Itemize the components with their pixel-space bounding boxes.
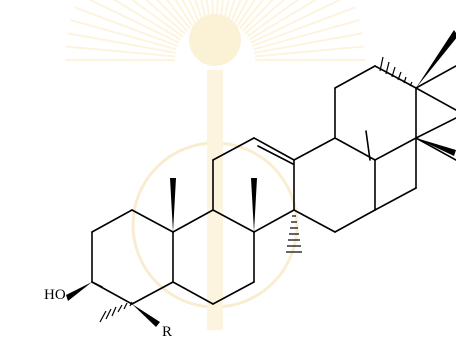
hashed-bonds (99, 56, 413, 323)
hydroxyl-label: HO (44, 287, 66, 303)
hashed-bond (99, 301, 133, 323)
bond (91, 209, 133, 233)
watermark-ray (253, 19, 360, 51)
watermark-ray (239, 0, 265, 30)
watermark-ray (205, 0, 211, 21)
watermark-ring (131, 141, 299, 309)
watermark-pillar (207, 70, 223, 330)
bond (293, 209, 336, 233)
bond (374, 137, 417, 161)
watermark-ray (194, 0, 204, 23)
bond (253, 209, 295, 233)
wedge-bond (416, 30, 456, 88)
bond (253, 137, 295, 161)
watermark-ray (219, 0, 225, 21)
hashed-bond (286, 215, 302, 253)
bond (415, 65, 456, 89)
watermark-ray (248, 0, 318, 41)
bond (415, 137, 456, 161)
bond (172, 209, 214, 233)
bond (374, 65, 417, 89)
bond (212, 137, 255, 161)
watermark-ray (250, 0, 342, 44)
bond (131, 209, 174, 233)
bond (212, 281, 255, 305)
bond (91, 281, 103, 288)
watermark-ray (229, 0, 242, 24)
watermark-ray (74, 6, 178, 47)
watermark-ray (188, 0, 201, 24)
watermark-ray (254, 45, 365, 58)
bond (257, 145, 294, 165)
bond (212, 209, 255, 233)
bond (415, 87, 456, 111)
substituent-label: R (162, 324, 172, 340)
wedge-bonds (66, 30, 456, 327)
bond-lines (91, 65, 456, 305)
wedge-bond (251, 178, 257, 232)
bond (334, 65, 376, 89)
watermark-ray (130, 0, 184, 38)
watermark-ray (181, 0, 197, 26)
wedge-bond (66, 282, 92, 301)
watermark-ray (241, 0, 274, 32)
watermark-ray (65, 45, 176, 58)
watermark-ray (226, 0, 236, 23)
watermark-ray (246, 0, 300, 38)
bond (374, 187, 417, 211)
watermark-ray (88, 0, 180, 44)
watermark-ray (67, 32, 176, 54)
watermark-ray (200, 0, 208, 22)
bond (334, 137, 376, 161)
bond (365, 130, 371, 161)
wedge-bond (170, 178, 176, 232)
wedge-bond (416, 138, 456, 156)
watermark-ray (211, 0, 215, 21)
bond (415, 117, 456, 139)
watermark-ray (70, 19, 177, 51)
watermark-ray (254, 32, 363, 54)
watermark-ray (174, 0, 194, 28)
watermark-seal (65, 0, 365, 330)
watermark-ray (156, 0, 189, 32)
watermark-ray (236, 0, 256, 28)
watermark-ray (244, 0, 286, 35)
watermark-ray (112, 0, 182, 41)
watermark-ray (165, 0, 191, 30)
watermark-ray (144, 0, 186, 35)
bond (334, 209, 376, 233)
watermark-rays (65, 0, 365, 61)
bond (131, 281, 174, 305)
watermark-ray (252, 6, 356, 47)
watermark-ray (215, 0, 219, 21)
watermark-sun (189, 14, 241, 66)
watermark-ray (233, 0, 249, 26)
bond (172, 281, 214, 305)
bond (293, 137, 336, 161)
hashed-bond (379, 56, 413, 87)
watermark-ray (222, 0, 230, 22)
wedge-bond (132, 304, 160, 327)
